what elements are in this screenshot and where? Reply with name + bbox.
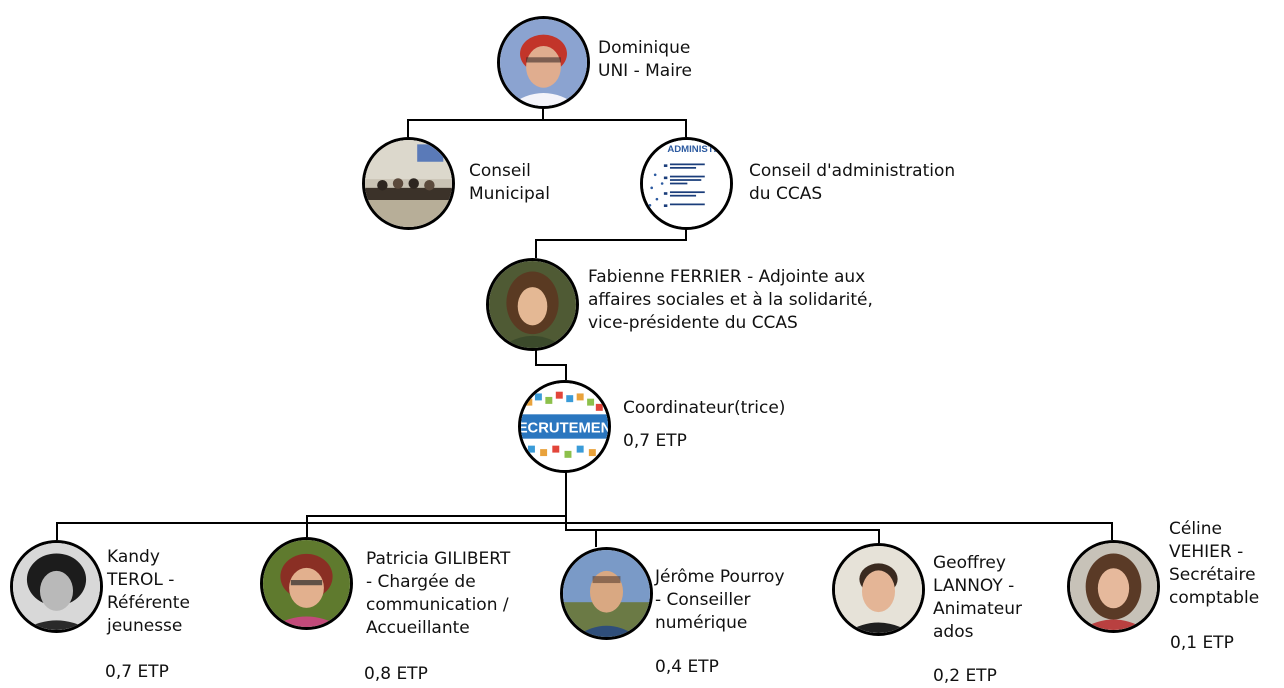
staff-geoffrey-label: Geoffrey LANNOY - Animateur ados [933,553,1022,642]
connector-maire-to-ca [543,119,687,137]
staff-geoffrey-etp: 0,2 ETP [933,666,997,686]
conseil-administration-label: Conseil d'administration du CCAS [749,161,956,204]
connector-ca-to-adjointe [535,228,687,258]
avatar-conseil-administration: ADMINISTRAT [640,137,733,230]
staff-jerome-label: Jérôme Pourroy - Conseiller numérique [655,567,785,633]
avatar-staff-celine [1067,540,1160,633]
avatar-conseil-municipal [362,137,455,230]
coordinateur-label: Coordinateur(trice) [623,398,786,418]
maire-label: Dominique UNI - Maire [598,38,692,81]
avatar-staff-jerome [560,547,653,640]
avatar-staff-geoffrey [832,543,925,636]
doc-title: ADMINISTRAT [667,144,730,155]
avatar-coordinateur: ECRUTEMEN [518,380,611,473]
avatar-maire [497,16,590,109]
coordinateur-etp: 0,7 ETP [623,431,687,451]
connector-staff-bus-4 [566,529,880,543]
staff-patricia-etp: 0,8 ETP [364,664,428,684]
staff-jerome-etp: 0,4 ETP [655,657,719,677]
adjointe-label: Fabienne FERRIER - Adjointe aux affaires… [588,267,873,333]
connector-maire-to-councils [407,106,544,137]
avatar-staff-patricia [260,537,353,630]
banner-text: ECRUTEMEN [521,421,608,437]
staff-patricia-label: Patricia GILIBERT - Chargée de communica… [366,549,511,638]
staff-kandy-etp: 0,7 ETP [105,662,169,682]
connector-staff-bus-1 [56,522,1113,540]
avatar-adjointe [486,258,579,351]
connector-adjointe-to-coord [535,348,567,380]
conseil-municipal-label: Conseil Municipal [469,161,550,204]
connector-staff-bus-3 [565,523,597,547]
staff-celine-label: Céline VEHIER - Secrétaire comptable [1169,519,1260,608]
connector-staff-bus-2 [306,515,566,537]
staff-celine-etp: 0,1 ETP [1170,633,1234,653]
avatar-staff-kandy [10,540,103,633]
staff-kandy-label: Kandy TEROL - Référente jeunesse [107,547,190,636]
